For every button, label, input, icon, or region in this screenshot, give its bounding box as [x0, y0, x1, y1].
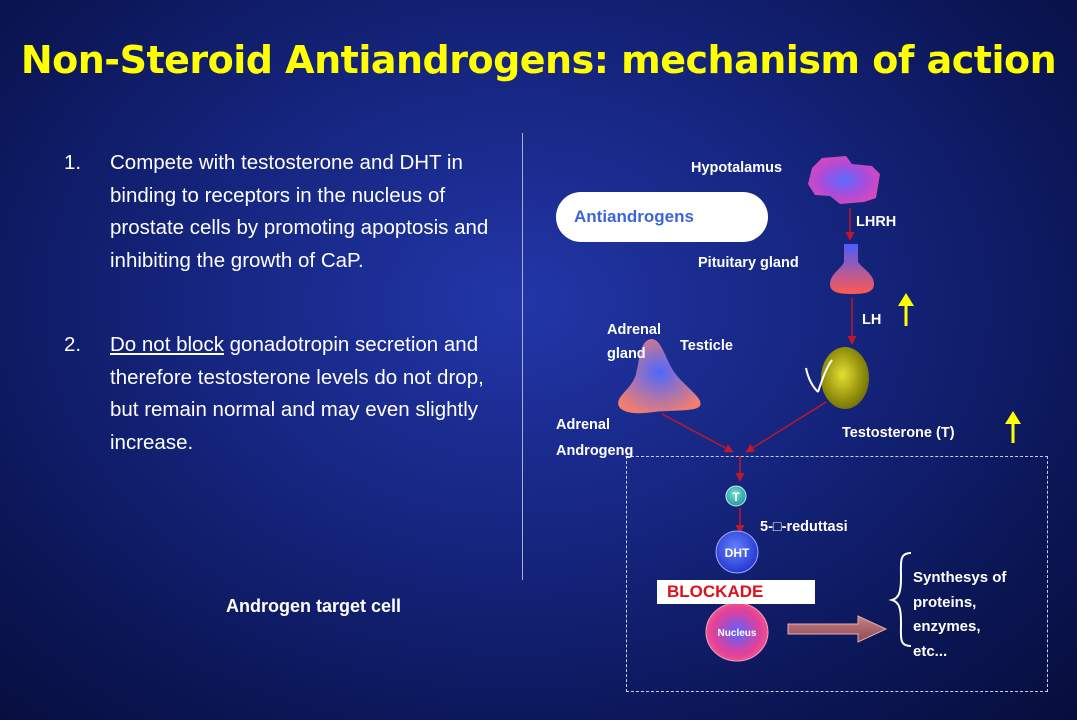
- synthesis-line: proteins,: [913, 593, 977, 611]
- t-node-label: T: [732, 490, 740, 504]
- arrow-adrenal-to-t: [661, 413, 734, 453]
- synthesis-brace: [888, 552, 912, 647]
- slide-title: Non-Steroid Antiandrogens: mechanism of …: [20, 38, 1057, 82]
- arrow-testicle-to-t: [745, 401, 827, 453]
- adrenal-androgens-label-line1: Adrenal: [556, 417, 610, 433]
- list-item: 1. Compete with testosterone and DHT in …: [64, 147, 494, 277]
- mechanism-list: 1. Compete with testosterone and DHT in …: [64, 147, 494, 459]
- adrenal-gland-label-line1: Adrenal: [607, 322, 661, 338]
- column-divider: [522, 133, 523, 580]
- reductase-label: 5-□-reduttasi: [760, 519, 848, 535]
- target-cell-boundary: [626, 456, 1048, 692]
- lhrh-label: LHRH: [856, 214, 897, 230]
- antiandrogens-badge: Antiandrogens: [556, 192, 768, 242]
- adrenal-androgens-label-line2: Androgeng: [556, 443, 634, 459]
- up-arrow-icon: [898, 293, 914, 326]
- hypothalamus-shape: [808, 156, 880, 204]
- lh-label: LH: [862, 312, 882, 328]
- pituitary-label: Pituitary gland: [698, 255, 799, 271]
- blockade-banner: BLOCKADE: [657, 580, 815, 604]
- synthesis-line: enzymes,: [913, 618, 981, 635]
- dht-node: [715, 530, 759, 574]
- item-number: 1.: [64, 151, 82, 174]
- testicle-label: Testicle: [680, 338, 733, 354]
- t-node: [725, 485, 747, 507]
- synthesis-line: etc...: [913, 642, 948, 660]
- item-text: Compete with testosterone and DHT in bin…: [110, 151, 489, 272]
- adrenal-gland-label-line2: gland: [607, 346, 646, 362]
- nucleus-label: Nucleus: [718, 628, 757, 639]
- adrenal-gland-shape: [618, 338, 701, 414]
- synthesis-line: Synthesys of: [913, 569, 1007, 586]
- testosterone-label: Testosterone (T): [842, 425, 955, 441]
- testicle-shape: [821, 347, 869, 409]
- synthesis-arrow: [787, 615, 888, 643]
- up-arrow-icon: [1005, 411, 1021, 443]
- list-item: 2. Do not block gonadotropin secretion a…: [64, 329, 494, 459]
- pituitary-gland-shape: [830, 244, 874, 294]
- item-text: gonadotropin secretion and therefore tes…: [110, 333, 484, 454]
- diagram-caption: Androgen target cell: [226, 596, 402, 616]
- hypothalamus-label: Hypotalamus: [691, 160, 783, 176]
- item-emphasis: Do not block: [110, 333, 224, 356]
- dht-node-label: DHT: [725, 546, 750, 560]
- item-number: 2.: [64, 333, 82, 356]
- vas-curve: [805, 359, 833, 393]
- synthesis-text: Synthesys of proteins, enzymes, etc...: [913, 566, 1006, 664]
